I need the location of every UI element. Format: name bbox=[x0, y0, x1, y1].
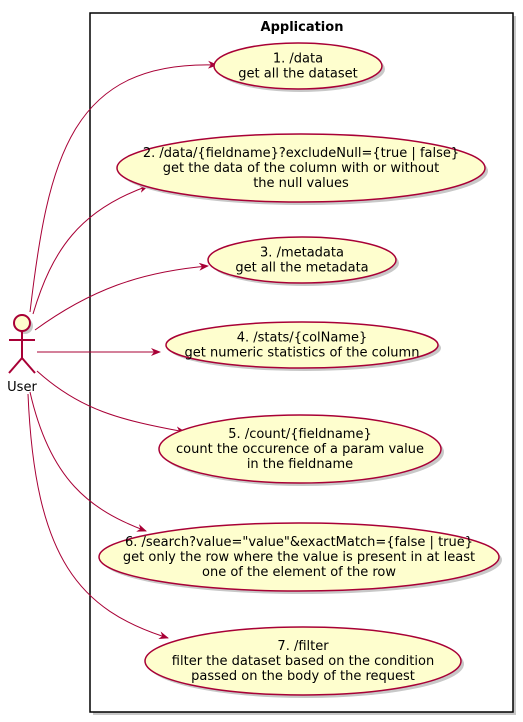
connector-user-to-use-case-7 bbox=[27, 393, 169, 640]
use-case-ellipse bbox=[213, 42, 383, 90]
connector-user-to-use-case-1 bbox=[29, 60, 218, 313]
actor-user: User bbox=[7, 314, 37, 395]
use-case-label-line: get all the dataset bbox=[238, 67, 357, 82]
use-case-label-line: 3. /metadata bbox=[260, 246, 344, 261]
actor-left-leg bbox=[8, 357, 23, 374]
connector-user-to-use-case-6 bbox=[29, 391, 147, 532]
use-case-2: 2. /data/{fieldname}?excludeNull={true |… bbox=[116, 133, 488, 205]
use-case-label-line: in the fieldname bbox=[247, 457, 353, 472]
use-case-ellipse bbox=[98, 522, 500, 592]
actor-right-leg bbox=[21, 357, 36, 374]
use-case-label-line: get the data of the column with or witho… bbox=[163, 161, 440, 176]
use-case-ellipse bbox=[144, 626, 462, 696]
use-case-ellipse bbox=[116, 133, 486, 203]
use-case-label-line: get numeric statistics of the column bbox=[185, 346, 420, 361]
use-case-label-line: the null values bbox=[253, 176, 349, 191]
actor-head bbox=[13, 314, 31, 332]
use-case-5: 5. /count/{fieldname}count the occurence… bbox=[158, 414, 444, 486]
system-title: Application bbox=[261, 20, 344, 35]
actor-label: User bbox=[7, 380, 37, 395]
use-case-label-line: one of the element of the row bbox=[202, 565, 396, 580]
connector-user-to-use-case-2 bbox=[32, 185, 149, 315]
use-case-ellipse bbox=[158, 414, 442, 484]
use-case-label-line: filter the dataset based on the conditio… bbox=[172, 654, 434, 669]
use-case-4: 4. /stats/{colName}get numeric statistic… bbox=[165, 321, 441, 371]
use-case-label-line: 6. /search?value="value"&exactMatch={fal… bbox=[125, 535, 473, 550]
connector-user-to-use-case-5 bbox=[36, 370, 186, 435]
use-case-label-line: 4. /stats/{colName} bbox=[237, 331, 368, 346]
use-case-label-line: count the occurence of a param value bbox=[176, 442, 424, 457]
use-case-label-line: get only the row where the value is pres… bbox=[123, 550, 475, 565]
connector-user-to-use-case-3 bbox=[34, 262, 209, 331]
use-case-label-line: 2. /data/{fieldname}?excludeNull={true |… bbox=[143, 146, 459, 161]
use-case-label-line: 7. /filter bbox=[277, 639, 329, 654]
use-case-ellipse bbox=[165, 321, 439, 369]
use-case-label-line: 5. /count/{fieldname} bbox=[228, 427, 371, 442]
use-case-label-line: 1. /data bbox=[273, 52, 323, 67]
use-case-ellipse bbox=[207, 236, 397, 284]
use-case-6: 6. /search?value="value"&exactMatch={fal… bbox=[98, 522, 502, 594]
use-case-label-line: passed on the body of the request bbox=[191, 669, 415, 684]
use-case-label-line: get all the metadata bbox=[235, 261, 368, 276]
